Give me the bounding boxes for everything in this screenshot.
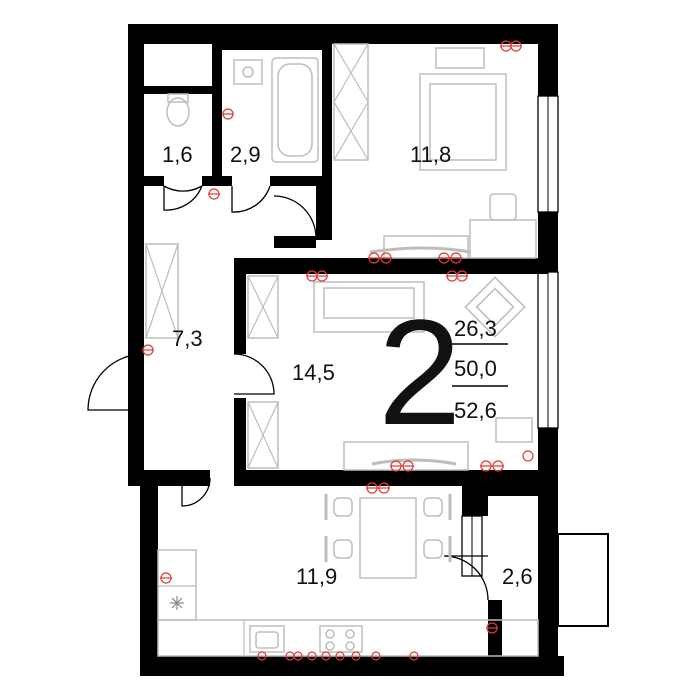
living-desk [495,417,533,443]
wall-kitchen-left [140,486,158,676]
outlet-group-kitchen-top [366,482,390,494]
living-area: 26,3 [454,316,497,341]
wall-outer-top [128,24,558,44]
dining-chair-1 [333,497,353,517]
outlet-group-bedroom-top [500,40,522,52]
area-kitchen: 11,9 [296,564,337,589]
area-labels: 1,6 2,9 11,8 7,3 14,5 11,9 2,6 [162,142,533,589]
bath-sink-basin [242,66,254,78]
outlet-group-living-top [306,270,468,282]
outlet-hall-top [208,188,220,200]
bedside-table [435,47,485,69]
living-door [233,353,275,395]
area-bedroom: 11,8 [410,142,451,167]
walls [128,24,609,676]
area-bathroom: 2,9 [230,142,261,167]
living-wardrobe-top [247,275,279,339]
wall-bedroom-living [234,258,548,274]
outlet-hall-left [142,344,154,356]
entrance-door-left [87,353,145,411]
bedroom-wardrobe [333,43,369,161]
bedroom-door [273,195,317,239]
wall-wc-top [140,86,216,94]
wall-bedroom-hall [316,186,332,240]
apartment-summary: 2 26,3 50,0 52,6 [378,288,508,456]
toilet-bowl [166,97,190,127]
kitchen-door [181,477,211,507]
outlet-group-kitchen-bottom [257,651,419,661]
outlet-group-bedroom-bottom [368,252,462,264]
wall-hall-bottom [128,470,210,486]
toilet-tank [167,93,189,103]
outlet-balcony [486,622,498,634]
balcony-door [443,555,489,601]
wall-kitchen-bottom [140,656,564,676]
area-hall: 7,3 [172,326,203,351]
sofa-seat [323,287,415,319]
living-wardrobe-bottom [247,401,279,469]
wall-balcony-top [484,486,558,496]
outlet-group-living-bottom [390,450,534,472]
kitchen-vent-icon [170,596,184,610]
wall-wc-bottom-mid [202,176,232,186]
bath-door-swing [231,185,271,213]
wall-wc-bath [212,40,222,182]
outlets [142,40,534,661]
kitchen-counter [157,619,539,657]
doors [87,185,489,601]
area-balcony: 2,6 [502,564,533,589]
armchair [464,276,526,338]
wall-living-left-b [234,398,246,482]
outlet-kitchen-left [160,572,172,584]
dining-table [359,497,417,579]
wall-living-kitchen [234,470,558,486]
dining-chair-4 [423,539,443,559]
total-area-balcony: 52,6 [454,398,497,423]
wall-bath-bedroom [322,40,332,186]
hall-wardrobe [145,243,179,339]
wall-living-left-a [234,258,246,354]
wall-balcony-right [538,486,558,676]
dining-chair-2 [333,539,353,559]
kitchen-fridge [157,549,197,621]
rooms-count: 2 [378,288,461,456]
bed-mattress [429,83,497,161]
dining-chair-3 [423,497,443,517]
wall-bedroom-hall-foot [274,236,316,248]
balcony-outer-box [557,533,609,627]
armchair-seat [475,287,515,327]
wc-door-swing [163,185,203,211]
total-area: 50,0 [454,356,497,381]
furniture [145,43,537,656]
bed [419,73,507,171]
wc-door [163,185,203,192]
sofa [313,281,425,333]
wall-bath-bottom [270,176,332,186]
kitchen-sink-basin [255,631,279,649]
wall-outer-right-a [538,24,558,96]
bedroom-tv-stand [383,235,469,259]
bedroom-chair [489,193,517,221]
bath-sink [233,59,263,85]
area-living: 14,5 [292,360,335,385]
outlet-bath [222,108,234,120]
wall-kitchen-balcony-a [462,486,488,516]
wall-outer-right-b [538,212,558,272]
kitchen-sink [249,625,285,653]
wall-wc-bottom-left [140,176,164,186]
wall-kitchen-balcony-b [488,600,502,676]
bathtub [271,57,319,163]
wall-outer-left-upper [128,24,144,486]
bathtub-inner [277,63,313,157]
area-toilet: 1,6 [162,142,193,167]
wall-bath-top [222,42,324,50]
bedroom-desk [469,219,537,259]
